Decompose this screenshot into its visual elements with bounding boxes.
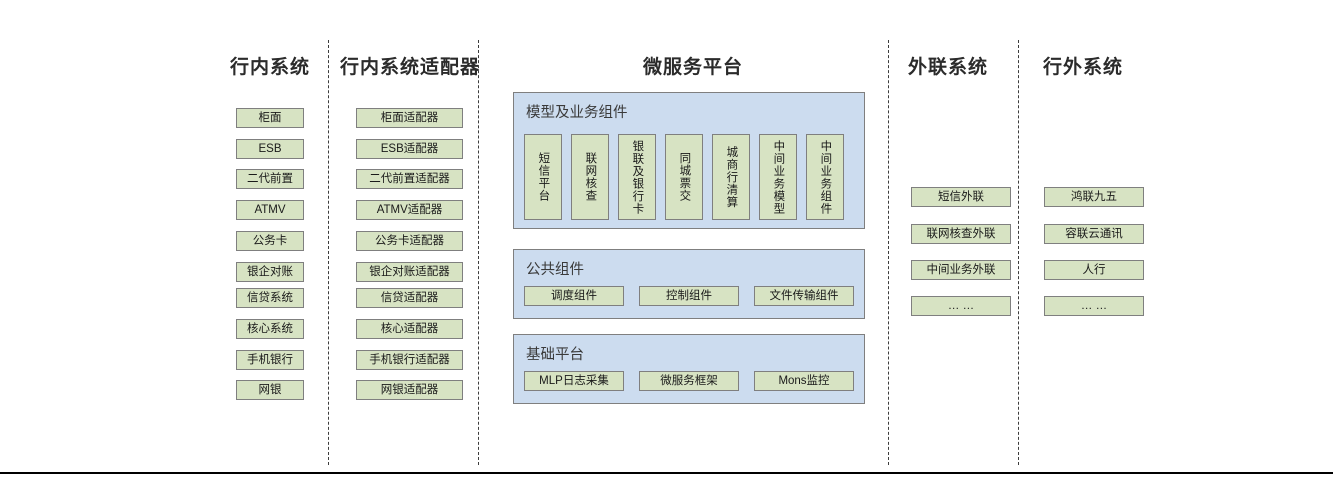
- bottom-divider-rule: [0, 472, 1333, 474]
- node-model-component-3[interactable]: 银联及银行卡: [618, 134, 656, 220]
- node-internal-adapter-8[interactable]: 核心适配器: [356, 319, 463, 339]
- node-external-liaison-3[interactable]: 中间业务外联: [911, 260, 1011, 280]
- node-model-component-2[interactable]: 联网核查: [571, 134, 609, 220]
- node-internal-system-6[interactable]: 银企对账: [236, 262, 304, 282]
- node-internal-system-1[interactable]: 柜面: [236, 108, 304, 128]
- column-title-external-liaison-systems: 外联系统: [907, 57, 988, 78]
- column-title-outside-bank-systems: 行外系统: [1042, 57, 1123, 78]
- column-divider-4: [1018, 40, 1019, 465]
- node-internal-adapter-7[interactable]: 信贷适配器: [356, 288, 463, 308]
- node-base-platform-1[interactable]: MLP日志采集: [524, 371, 624, 391]
- node-internal-system-4[interactable]: ATMV: [236, 200, 304, 220]
- node-internal-adapter-1[interactable]: 柜面适配器: [356, 108, 463, 128]
- node-model-component-7[interactable]: 中间业务组件: [806, 134, 844, 220]
- column-title-microservice-platform: 微服务平台: [642, 57, 743, 78]
- node-internal-adapter-6[interactable]: 银企对账适配器: [356, 262, 463, 282]
- node-internal-adapter-4[interactable]: ATMV适配器: [356, 200, 463, 220]
- node-base-platform-2[interactable]: 微服务框架: [639, 371, 739, 391]
- node-base-platform-3[interactable]: Mons监控: [754, 371, 854, 391]
- node-external-liaison-1[interactable]: 短信外联: [911, 187, 1011, 207]
- node-model-component-1[interactable]: 短信平台: [524, 134, 562, 220]
- panel-title-model-and-business-components: 模型及业务组件: [526, 105, 628, 121]
- node-internal-adapter-5[interactable]: 公务卡适配器: [356, 231, 463, 251]
- node-outside-bank-4[interactable]: … …: [1044, 296, 1144, 316]
- panel-title-public-components: 公共组件: [526, 262, 584, 278]
- node-public-component-2[interactable]: 控制组件: [639, 286, 739, 306]
- node-model-component-5[interactable]: 城商行清算: [712, 134, 750, 220]
- node-internal-system-5[interactable]: 公务卡: [236, 231, 304, 251]
- node-public-component-1[interactable]: 调度组件: [524, 286, 624, 306]
- node-internal-adapter-10[interactable]: 网银适配器: [356, 380, 463, 400]
- node-external-liaison-2[interactable]: 联网核查外联: [911, 224, 1011, 244]
- node-internal-system-7[interactable]: 信贷系统: [236, 288, 304, 308]
- node-model-component-6[interactable]: 中间业务模型: [759, 134, 797, 220]
- node-outside-bank-3[interactable]: 人行: [1044, 260, 1144, 280]
- node-internal-system-3[interactable]: 二代前置: [236, 169, 304, 189]
- node-internal-system-9[interactable]: 手机银行: [236, 350, 304, 370]
- node-internal-system-2[interactable]: ESB: [236, 139, 304, 159]
- node-internal-adapter-3[interactable]: 二代前置适配器: [356, 169, 463, 189]
- column-title-internal-system-adapters: 行内系统适配器: [339, 57, 480, 78]
- panel-title-base-platform: 基础平台: [526, 347, 584, 363]
- node-outside-bank-2[interactable]: 容联云通讯: [1044, 224, 1144, 244]
- column-divider-3: [888, 40, 889, 465]
- panel-base-platform: 基础平台: [513, 334, 865, 404]
- node-external-liaison-4[interactable]: … …: [911, 296, 1011, 316]
- column-title-internal-systems: 行内系统: [229, 57, 310, 78]
- node-internal-adapter-9[interactable]: 手机银行适配器: [356, 350, 463, 370]
- column-divider-2: [478, 40, 479, 465]
- node-internal-system-8[interactable]: 核心系统: [236, 319, 304, 339]
- node-model-component-4[interactable]: 同城票交: [665, 134, 703, 220]
- panel-public-components: 公共组件: [513, 249, 865, 319]
- node-internal-adapter-2[interactable]: ESB适配器: [356, 139, 463, 159]
- node-public-component-3[interactable]: 文件传输组件: [754, 286, 854, 306]
- column-divider-1: [328, 40, 329, 465]
- node-outside-bank-1[interactable]: 鸿联九五: [1044, 187, 1144, 207]
- node-internal-system-10[interactable]: 网银: [236, 380, 304, 400]
